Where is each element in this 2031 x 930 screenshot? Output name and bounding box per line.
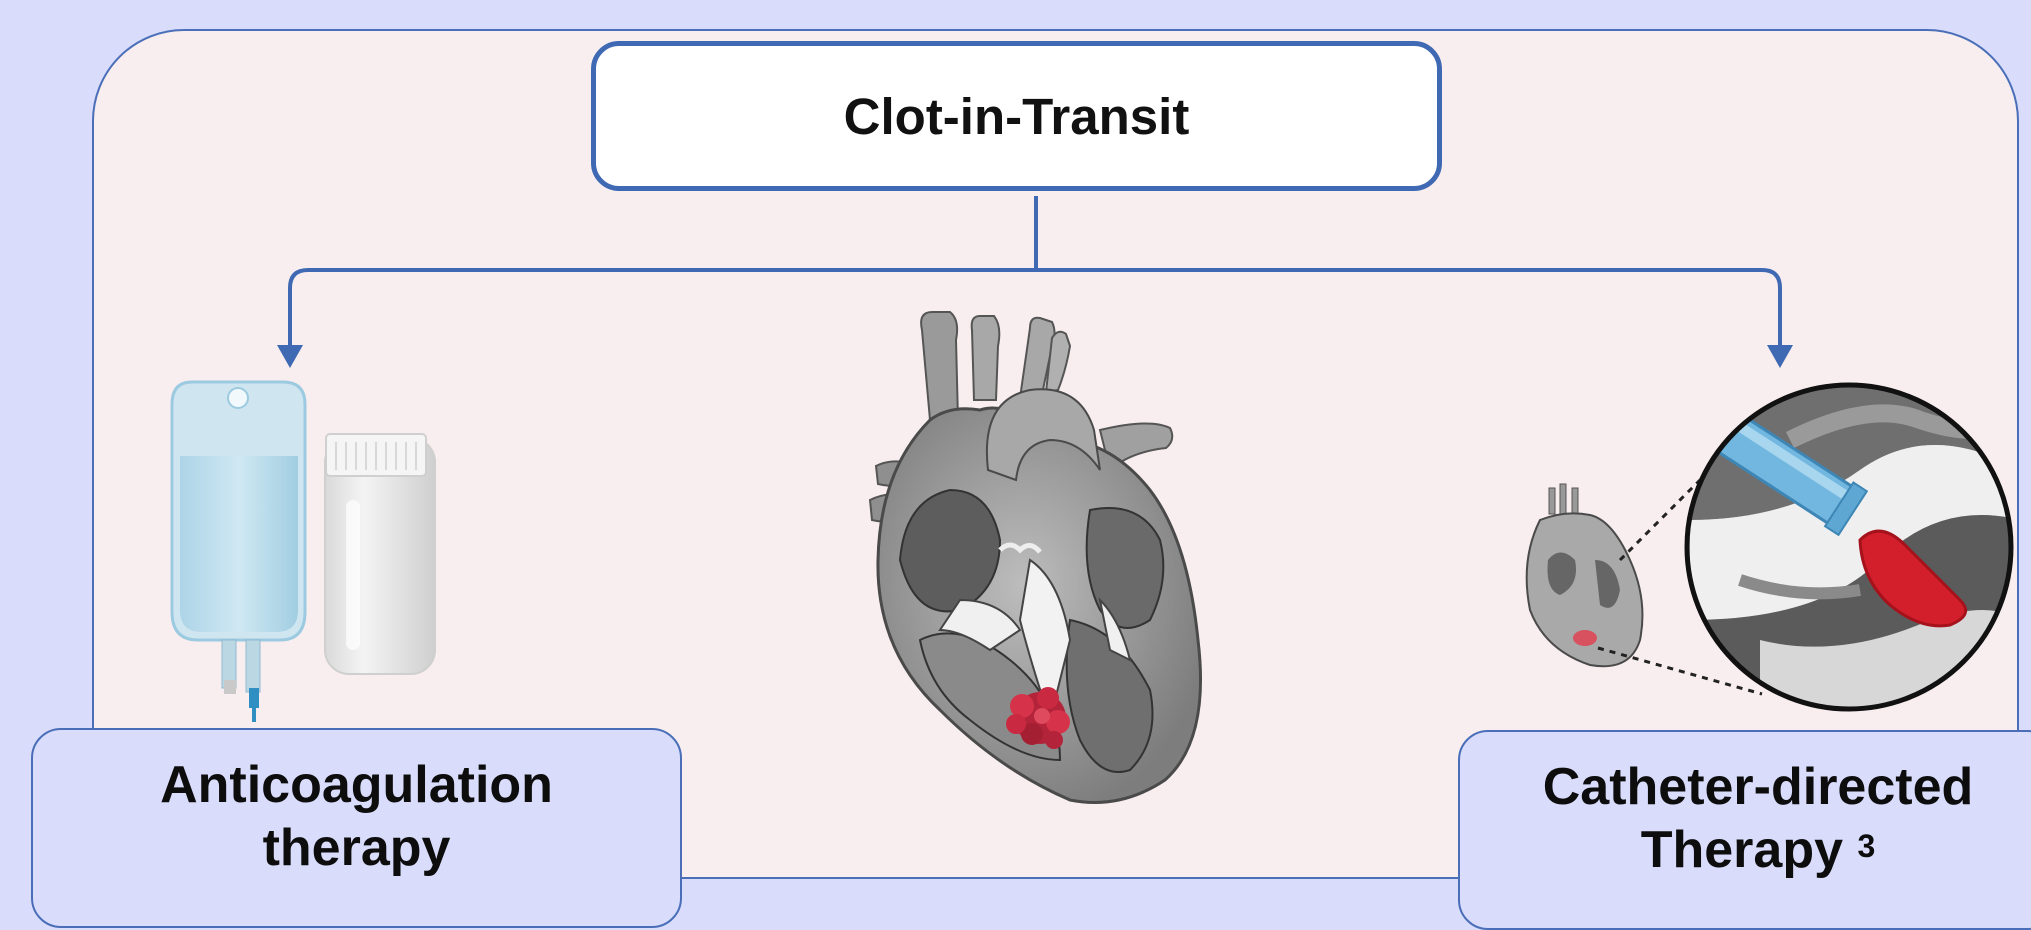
catheter-directed-node: Catheter-directed Therapy 3 (1458, 730, 2031, 930)
anticoagulation-label-line1: Anticoagulation (160, 754, 553, 817)
anticoagulation-node: Anticoagulation therapy (31, 728, 682, 928)
small-heart-icon (1527, 484, 1643, 666)
title-node: Clot-in-Transit (591, 41, 1442, 191)
anticoagulation-label-line2: therapy (263, 817, 451, 880)
connector-right-branch (1036, 270, 1780, 350)
catheter-label-line1: Catheter-directed (1543, 756, 1974, 819)
arrowhead-right (1767, 345, 1793, 368)
iv-bag-icon (172, 382, 305, 722)
heart-illustration (870, 312, 1201, 803)
reference-superscript: 3 (1857, 828, 1875, 864)
catheter-label-line2: Therapy (1641, 821, 1843, 879)
catheter-zoom-icon (1666, 379, 2020, 720)
diagram-title: Clot-in-Transit (844, 87, 1190, 146)
arrowhead-left (277, 345, 303, 368)
catheter-label-line2-wrap: Therapy 3 (1641, 819, 1876, 882)
pill-bottle-icon (325, 434, 435, 674)
